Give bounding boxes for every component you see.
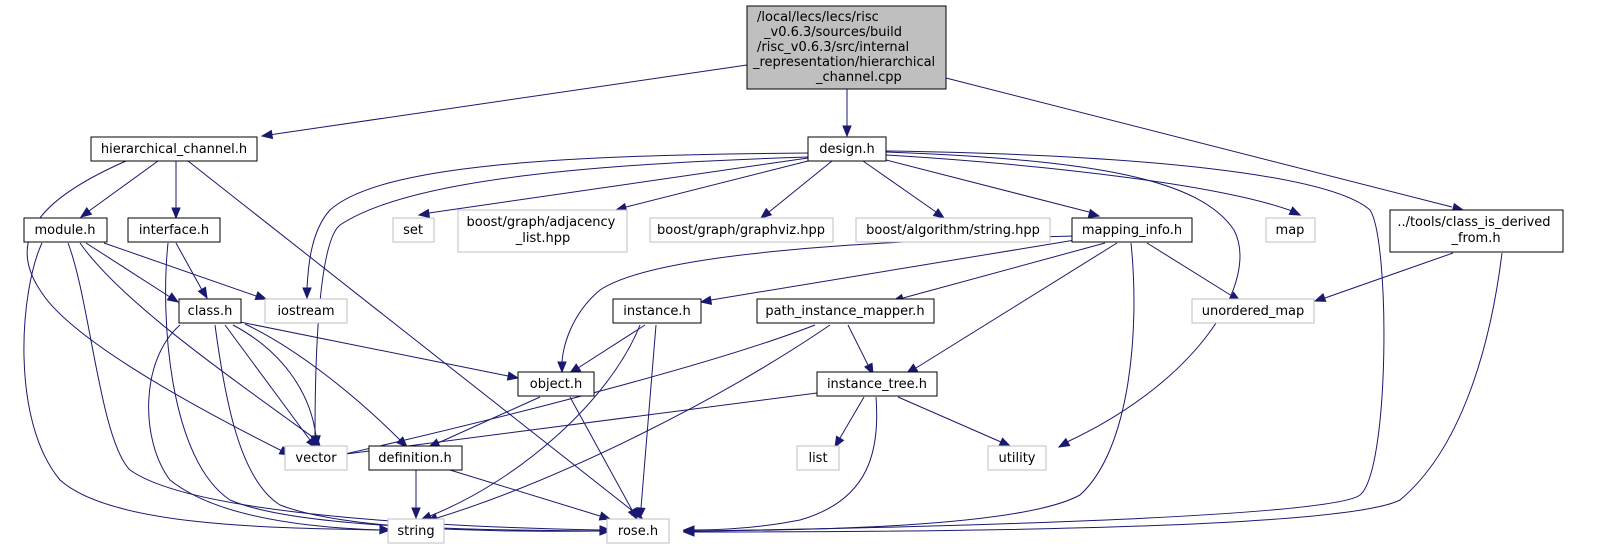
svg-text:string: string — [397, 524, 434, 539]
edge-module-h-to-vector — [79, 242, 321, 448]
svg-text:instance_tree.h: instance_tree.h — [827, 377, 927, 392]
svg-text:boost/graph/adjacency: boost/graph/adjacency _list.hpp — [466, 215, 619, 246]
svg-text:vector: vector — [295, 451, 337, 466]
edge-design-h-to-map — [885, 154, 1302, 216]
svg-text:/local/lecs/lecs/risc: /local/lecs/lecs/risc _v0.6.3/sources/bu… — [752, 10, 939, 85]
node-instance-tree-h[interactable]: instance_tree.h — [816, 371, 938, 397]
node-module-h[interactable]: module.h — [23, 217, 108, 243]
node-utility[interactable]: utility — [987, 445, 1047, 471]
node-object-h[interactable]: object.h — [517, 371, 595, 397]
edge-instance-h-to-string — [419, 324, 641, 521]
edge-object-h-to-definition-h — [427, 396, 541, 448]
node-vector[interactable]: vector — [284, 445, 348, 471]
edge-module-h-to-string — [23, 242, 392, 535]
edge-design-h-to-mapping-info-h — [885, 159, 1101, 218]
svg-text:list: list — [808, 451, 827, 466]
edge-object-h-to-rose-h — [569, 396, 638, 521]
edge-path-instance-mapper-h-to-string — [425, 324, 831, 523]
edge-root-to-hierarchical-channel-h — [260, 64, 748, 140]
edge-design-h-to-vector — [310, 156, 809, 448]
edge-definition-h-to-rose-h — [449, 469, 612, 521]
svg-text:class.h: class.h — [188, 304, 233, 319]
edge-module-h-to-class-h — [85, 242, 180, 303]
node-unordered-map[interactable]: unordered_map — [1191, 298, 1315, 324]
svg-text:definition.h: definition.h — [378, 451, 452, 466]
edge-module-h-to-iostream — [103, 242, 268, 301]
node-mapping-info-h[interactable]: mapping_info.h — [1071, 217, 1193, 243]
svg-text:../tools/class_is_derived: ../tools/class_is_derived _from.h — [1397, 215, 1554, 246]
svg-text:map: map — [1276, 223, 1305, 238]
edge-interface-h-to-class-h — [175, 242, 208, 300]
node-definition-h[interactable]: definition.h — [368, 445, 463, 471]
edge-mapping-info-h-to-instance-h — [699, 239, 1076, 305]
edge-design-h-to-iostream — [302, 152, 809, 300]
svg-text:utility: utility — [999, 451, 1036, 466]
node-class-h[interactable]: class.h — [178, 298, 242, 324]
node-path-instance-mapper-h[interactable]: path_instance_mapper.h — [756, 298, 935, 324]
edge-mapping-info-h-to-unordered-map — [1146, 242, 1242, 302]
edges — [23, 64, 1503, 537]
node-adjacency-list-hpp[interactable]: boost/graph/adjacency _list.hpp — [457, 209, 628, 253]
node-instance-h[interactable]: instance.h — [612, 298, 702, 324]
svg-text:unordered_map: unordered_map — [1202, 304, 1305, 319]
edge-path-instance-mapper-h-to-instance-tree-h — [847, 324, 874, 376]
svg-text:boost/algorithm/string.hpp: boost/algorithm/string.hpp — [866, 223, 1040, 238]
edge-instance-tree-h-to-list — [834, 396, 865, 449]
edge-hierarchical-channel-h-to-module-h — [79, 160, 159, 218]
node-class-is-derived-from-h[interactable]: ../tools/class_is_derived _from.h — [1389, 209, 1564, 253]
edge-instance-h-to-rose-h — [636, 324, 657, 520]
svg-text:object.h: object.h — [530, 377, 582, 392]
edge-definition-h-to-string — [411, 470, 421, 520]
svg-text:set: set — [403, 223, 423, 238]
edge-design-h-to-adjacency-list — [614, 160, 809, 213]
node-graphviz-hpp[interactable]: boost/graph/graphviz.hpp — [649, 217, 834, 243]
edge-class-h-to-definition-h — [244, 323, 408, 448]
edge-instance-tree-h-to-rose-h — [682, 396, 878, 535]
svg-text:mapping_info.h: mapping_info.h — [1082, 223, 1182, 238]
svg-text:module.h: module.h — [34, 223, 95, 238]
node-iostream[interactable]: iostream — [264, 298, 348, 324]
edge-class-h-to-string — [148, 324, 392, 535]
edge-class-h-to-rose-h — [214, 324, 612, 536]
node-root-file[interactable]: /local/lecs/lecs/risc _v0.6.3/sources/bu… — [746, 5, 947, 90]
svg-text:rose.h: rose.h — [618, 524, 658, 539]
edge-class-is-derived-from-h-to-unordered-map — [1313, 252, 1454, 302]
node-string-hpp[interactable]: boost/algorithm/string.hpp — [855, 217, 1051, 243]
edge-design-h-to-string-hpp — [862, 160, 946, 219]
edge-root-to-design-h — [842, 89, 852, 138]
edge-design-h-to-rose-h — [682, 150, 1385, 536]
edge-instance-h-to-object-h — [568, 324, 646, 374]
svg-text:path_instance_mapper.h: path_instance_mapper.h — [765, 304, 924, 319]
nodes: /local/lecs/lecs/risc _v0.6.3/sources/bu… — [23, 5, 1564, 544]
edge-class-h-to-vector-2 — [232, 324, 321, 448]
node-hierarchical-channel-h[interactable]: hierarchical_channel.h — [90, 136, 258, 162]
svg-text:design.h: design.h — [819, 142, 875, 157]
edge-design-h-to-utility — [885, 151, 1241, 448]
node-design-h[interactable]: design.h — [807, 136, 887, 162]
node-list[interactable]: list — [796, 445, 840, 471]
edge-root-to-class-is-derived-from-h — [945, 77, 1465, 212]
svg-text:hierarchical_channel.h: hierarchical_channel.h — [101, 142, 247, 157]
node-map[interactable]: map — [1265, 217, 1316, 243]
node-set[interactable]: set — [392, 217, 435, 243]
node-rose-h[interactable]: rose.h — [606, 518, 670, 544]
svg-text:interface.h: interface.h — [139, 223, 209, 238]
edge-hierarchical-channel-h-to-vector — [26, 160, 292, 456]
node-interface-h[interactable]: interface.h — [127, 217, 221, 243]
edge-class-h-to-object-h — [239, 321, 520, 381]
svg-text:instance.h: instance.h — [623, 304, 690, 319]
node-string[interactable]: string — [387, 518, 445, 544]
edge-instance-tree-h-to-utility — [897, 396, 1012, 447]
edge-design-h-to-graphviz — [759, 160, 833, 219]
svg-text:boost/graph/graphviz.hpp: boost/graph/graphviz.hpp — [657, 223, 825, 238]
svg-text:iostream: iostream — [277, 304, 334, 319]
edge-hierarchical-channel-h-to-interface-h — [171, 161, 181, 220]
edge-design-h-to-set — [417, 157, 809, 219]
